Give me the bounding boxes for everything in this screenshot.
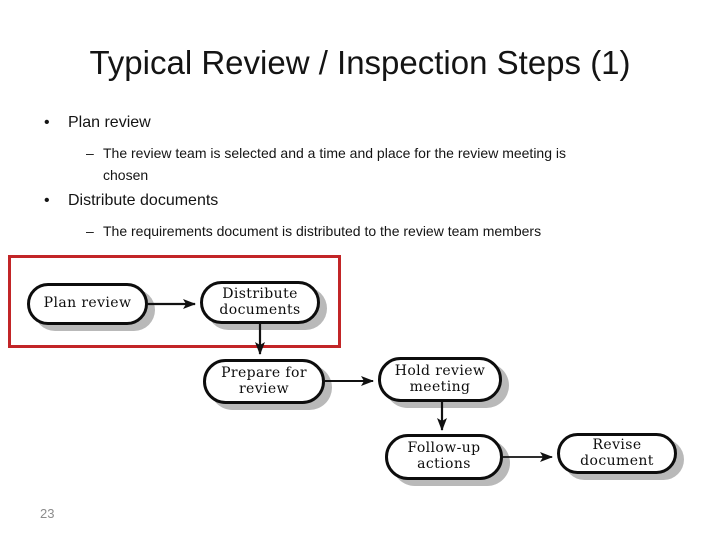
bullet-marker: •	[44, 192, 50, 209]
sub-bullet-plan-review: – The review team is selected and a time…	[86, 143, 678, 186]
flow-node-distribute-documents: Distribute documents	[200, 281, 320, 324]
sub-bullet-text: The requirements document is distributed…	[103, 223, 542, 239]
flow-node-prepare-for-review: Prepare for review	[203, 359, 325, 404]
flow-node-hold-review-meeting: Hold review meeting	[378, 357, 502, 402]
sub-bullet-distribute-documents: – The requirements document is distribut…	[86, 221, 678, 243]
bullet-label: Plan review	[68, 114, 151, 131]
sub-bullet-text: The review team is selected and a time a…	[103, 145, 567, 183]
bullet-item-plan-review: • Plan review	[44, 114, 151, 132]
flow-node-revise-document: Revise document	[557, 433, 677, 474]
highlight-box	[8, 255, 341, 348]
page-number: 23	[40, 506, 55, 521]
dash-marker: –	[86, 145, 94, 161]
flow-node-plan-review: Plan review	[27, 283, 148, 325]
slide-title: Typical Review / Inspection Steps (1)	[89, 44, 631, 81]
bullet-item-distribute-documents: • Distribute documents	[44, 192, 218, 210]
bullet-label: Distribute documents	[68, 192, 219, 209]
bullet-marker: •	[44, 114, 50, 131]
flow-node-follow-up-actions: Follow-up actions	[385, 434, 503, 480]
dash-marker: –	[86, 223, 94, 239]
